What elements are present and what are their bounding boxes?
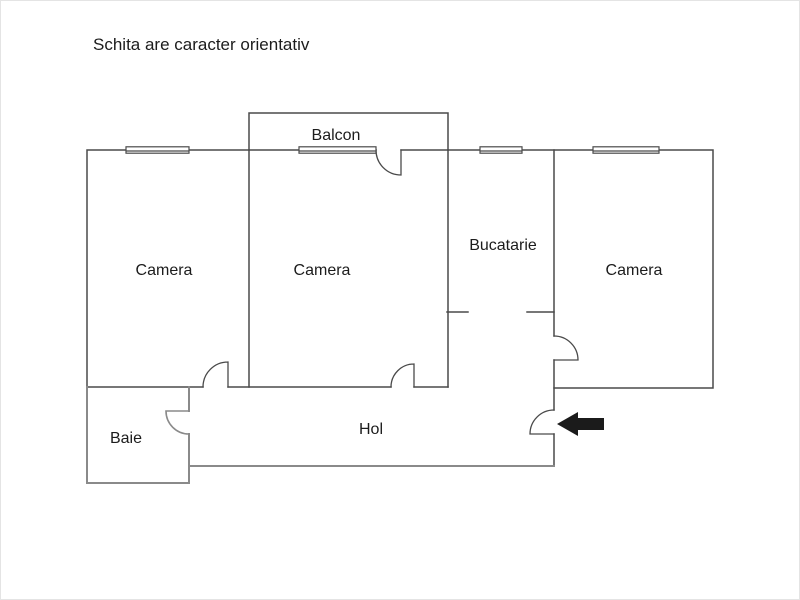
room-label-baie: Baie (110, 430, 142, 447)
window-bucatarie-icon (479, 146, 523, 154)
entrance-arrow-icon (557, 412, 604, 436)
windows (125, 146, 660, 154)
door-camera-middle (390, 363, 415, 388)
door-balcon (375, 149, 402, 176)
plan-title: Schita are caracter orientativ (93, 35, 310, 54)
door-entrance (529, 409, 555, 435)
wall-outer-top-right (400, 149, 714, 389)
room-label-camera-left: Camera (136, 262, 193, 279)
wall-baie-outline (86, 386, 190, 484)
room-label-camera-middle: Camera (294, 262, 351, 279)
window-balcon-icon (298, 146, 377, 154)
door-camera-right (553, 335, 579, 361)
room-label-hol: Hol (359, 421, 383, 438)
window-camera-left-icon (125, 146, 190, 154)
wall-balcon (248, 112, 449, 151)
doors (202, 149, 579, 435)
wall-outer-top-left (86, 149, 377, 388)
room-label-camera-right: Camera (606, 262, 663, 279)
window-camera-right-icon (592, 146, 660, 154)
walls-main (86, 112, 714, 467)
room-label-bucatarie: Bucatarie (469, 237, 537, 254)
walls-lower (86, 386, 555, 484)
door-camera-left (202, 361, 229, 388)
door-baie (165, 410, 190, 435)
room-label-balcon: Balcon (312, 127, 361, 144)
